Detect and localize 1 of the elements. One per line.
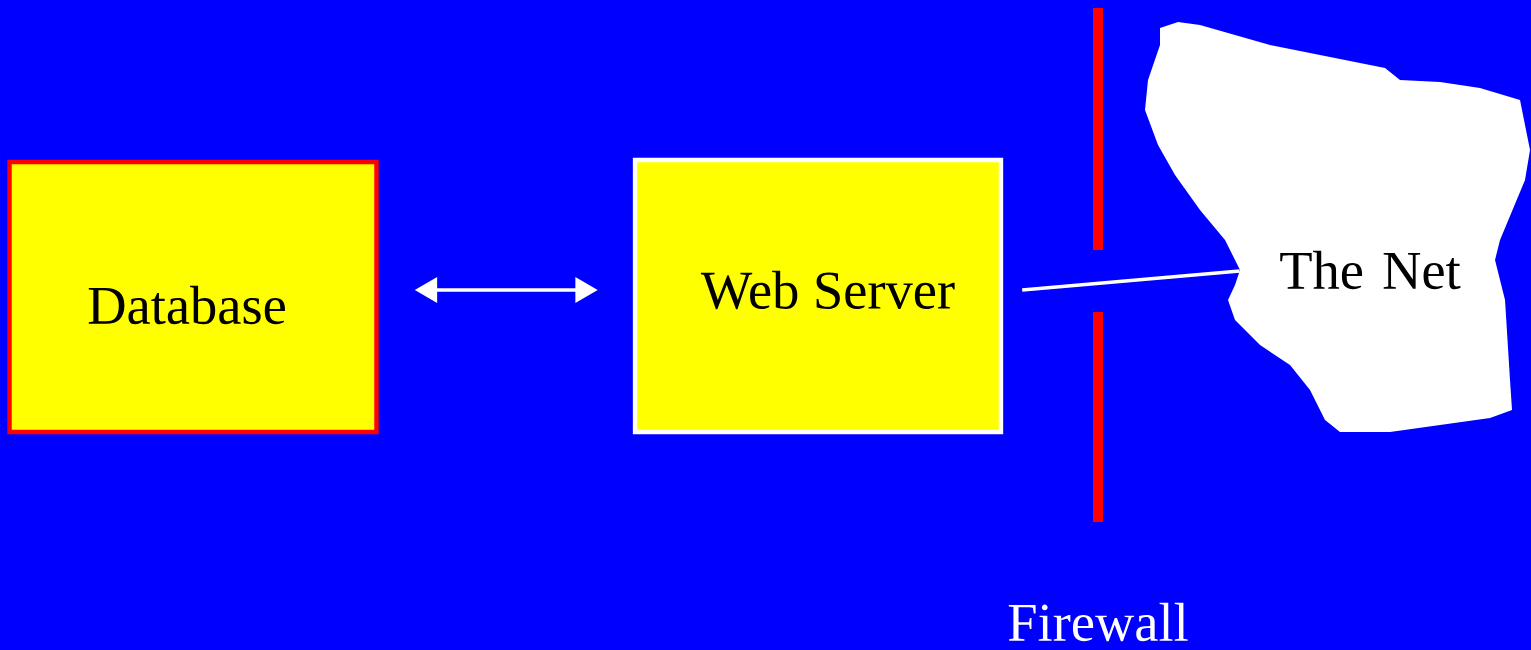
firewall-label: Firewall [1008, 602, 1188, 642]
